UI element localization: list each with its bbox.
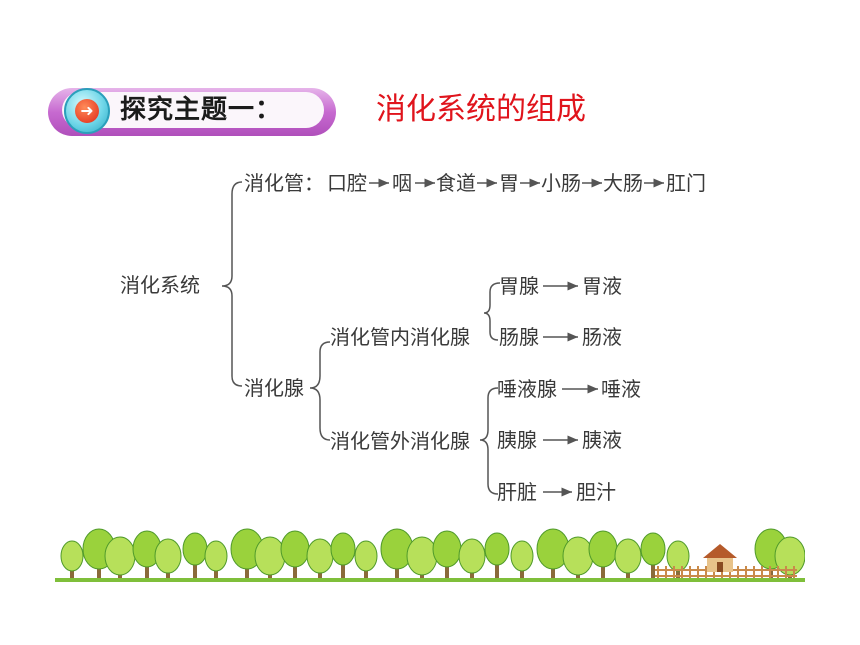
topic-title: 消化系统的组成 (376, 92, 586, 127)
tract-organ: 胃 (499, 171, 519, 195)
gland-name: 胃腺 (499, 274, 539, 298)
root-label: 消化系统 (120, 273, 200, 297)
gland-name: 肝脏 (497, 480, 537, 504)
gland-name: 胰腺 (497, 428, 537, 452)
tract-organ: 咽 (392, 171, 412, 195)
glands-label: 消化腺 (244, 376, 304, 400)
tree-icon (330, 532, 356, 566)
tree-icon (510, 540, 534, 572)
tree-icon (280, 530, 310, 568)
tract-organ: 食道 (436, 171, 476, 195)
tree-icon (306, 538, 334, 574)
tree-icon (354, 540, 378, 572)
arrow-right-icon: ➜ (80, 101, 94, 120)
tree-icon (104, 536, 136, 576)
tree-icon (204, 540, 228, 572)
tree-icon (154, 538, 182, 574)
tree-icon (666, 540, 690, 572)
secretion-name: 肠液 (582, 325, 622, 349)
external-glands-label: 消化管外消化腺 (330, 429, 470, 453)
tree-icon (640, 532, 666, 566)
tree-icon (458, 538, 486, 574)
internal-glands-label: 消化管内消化腺 (330, 325, 470, 349)
tree-icon (614, 538, 642, 574)
secretion-name: 唾液 (601, 377, 641, 401)
tract-organ: 大肠 (603, 171, 643, 195)
tract-organ: 肛门 (666, 171, 706, 195)
tract-organ: 口腔 (327, 171, 367, 195)
tree-icon (484, 532, 510, 566)
house-icon (703, 544, 737, 572)
gland-brace (309, 341, 331, 441)
tree-icon (432, 530, 462, 568)
secretion-name: 胃液 (582, 274, 622, 298)
secretion-name: 胰液 (582, 428, 622, 452)
header-label: 探究主题一： (120, 95, 283, 125)
tree-icon (562, 536, 594, 576)
tree-icon (60, 540, 84, 572)
internal-brace (483, 282, 501, 341)
secretion-name: 胆汁 (576, 480, 616, 504)
tree-icon (182, 532, 208, 566)
tree-icon (588, 530, 618, 568)
tract-organ: 小肠 (541, 171, 581, 195)
tract-label: 消化管： (244, 171, 324, 195)
header-bullet-ring (64, 88, 110, 134)
tree-icon (254, 536, 286, 576)
root-brace (221, 181, 243, 387)
arrow-right-circle-icon (75, 99, 99, 123)
external-brace (479, 387, 499, 495)
gland-name: 肠腺 (499, 325, 539, 349)
tree-icon (406, 536, 438, 576)
tree-row-scenery (55, 528, 805, 582)
gland-name: 唾液腺 (497, 377, 557, 401)
